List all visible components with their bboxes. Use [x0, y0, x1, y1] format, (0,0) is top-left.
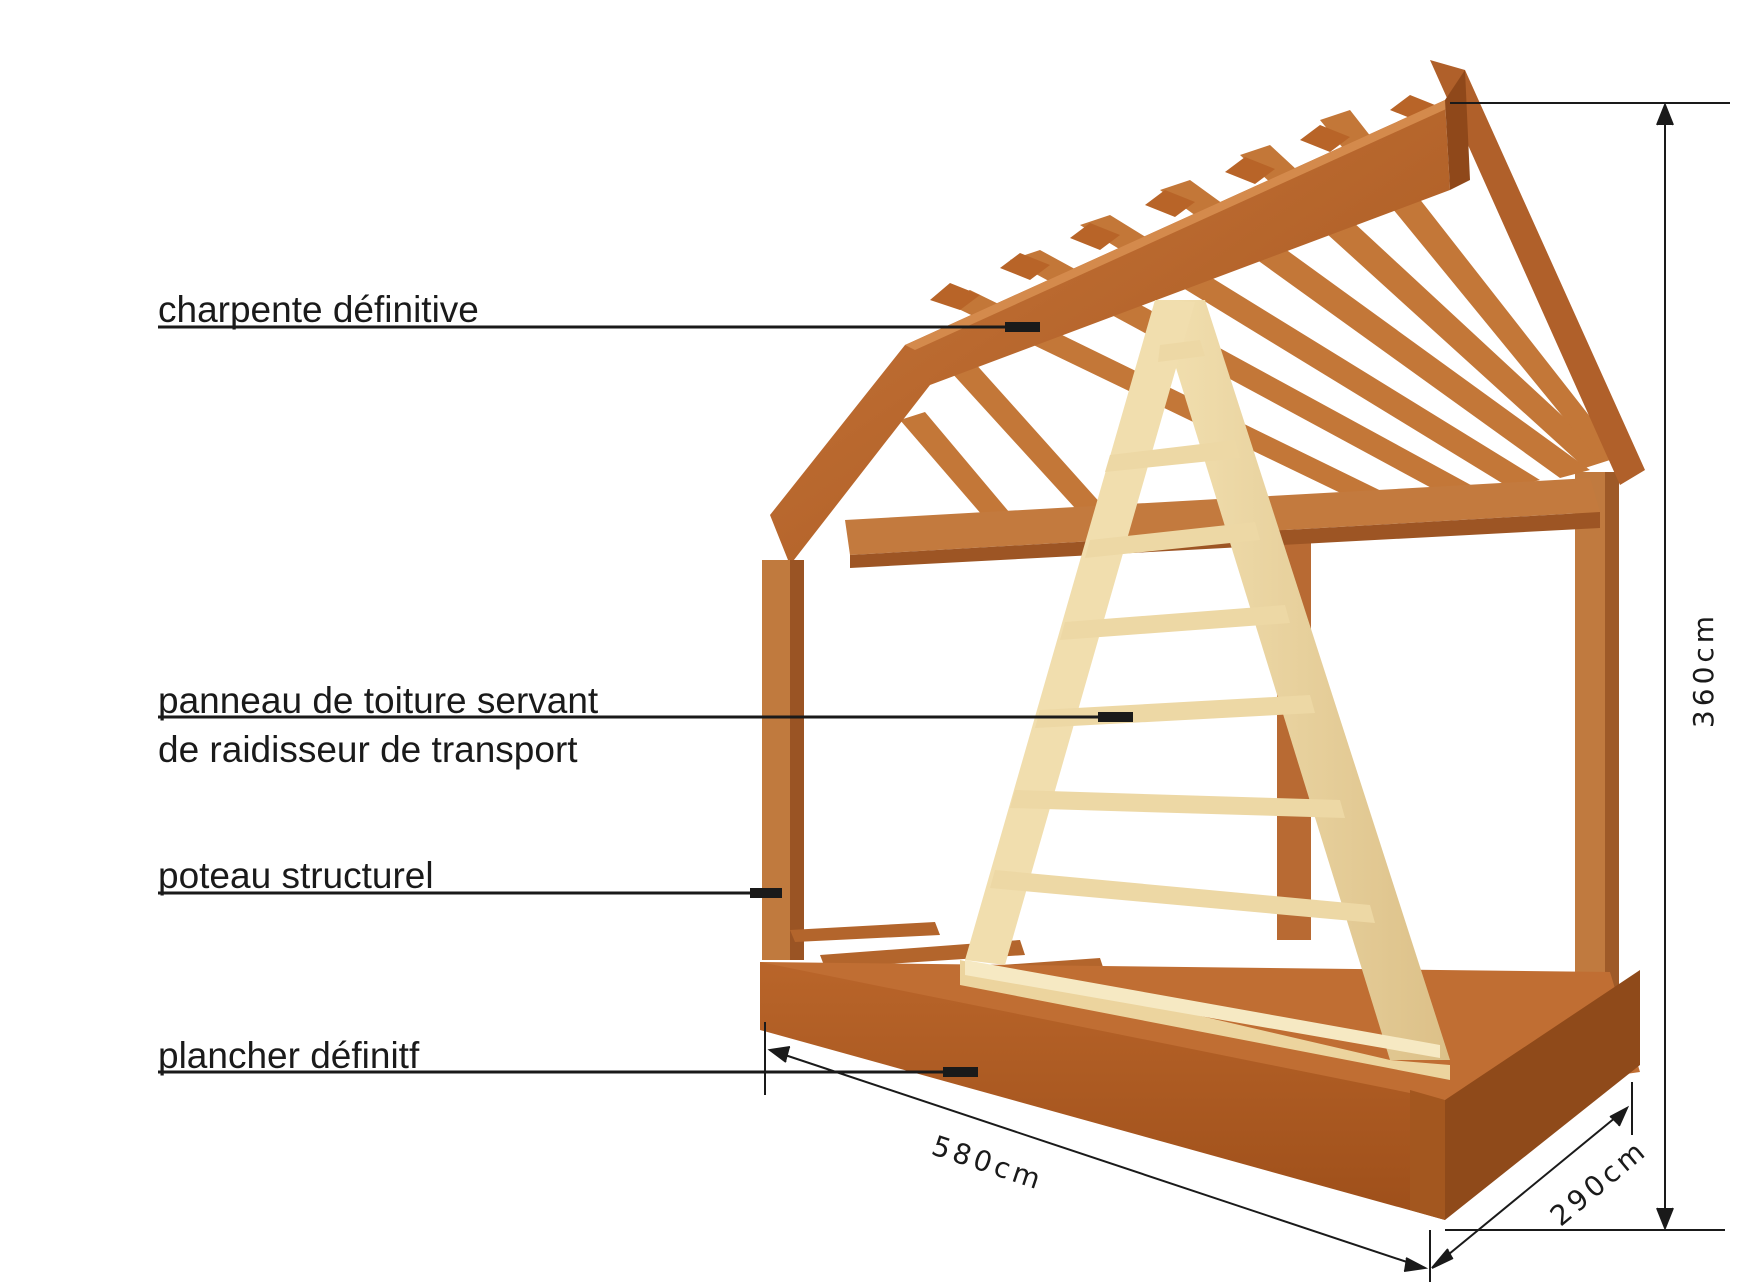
roof-front-end	[1445, 70, 1470, 190]
label-panel-line2: de raidisseur de transport	[158, 729, 578, 770]
roof-front-top-edge	[905, 100, 1455, 350]
front-post-left	[762, 560, 804, 960]
dimension-width-label: 290cm	[1544, 1133, 1654, 1233]
gable-right-slope	[1430, 60, 1645, 485]
floor-corner	[1410, 1090, 1445, 1220]
roof-front-face	[770, 100, 1450, 565]
label-post: poteau structurel	[158, 855, 434, 896]
label-roof-frame: charpente définitive	[158, 289, 479, 330]
label-panel-line1: panneau de toiture servant	[158, 680, 599, 721]
leader-lines	[158, 325, 1130, 1074]
floor-front-beam	[760, 962, 1445, 1220]
dimension-length	[764, 1022, 1431, 1282]
floor-side-beam	[1445, 970, 1640, 1220]
triangular-panel	[960, 300, 1450, 1080]
dimension-height-label: 360cm	[1687, 612, 1720, 728]
label-floor: plancher définitf	[158, 1035, 420, 1076]
dimension-height	[1445, 102, 1730, 1231]
leader-markers	[750, 322, 1133, 1077]
dimension-width	[1431, 1082, 1633, 1269]
back-post-right-shade	[1605, 472, 1619, 1072]
dimension-length-label: 580cm	[928, 1129, 1049, 1197]
